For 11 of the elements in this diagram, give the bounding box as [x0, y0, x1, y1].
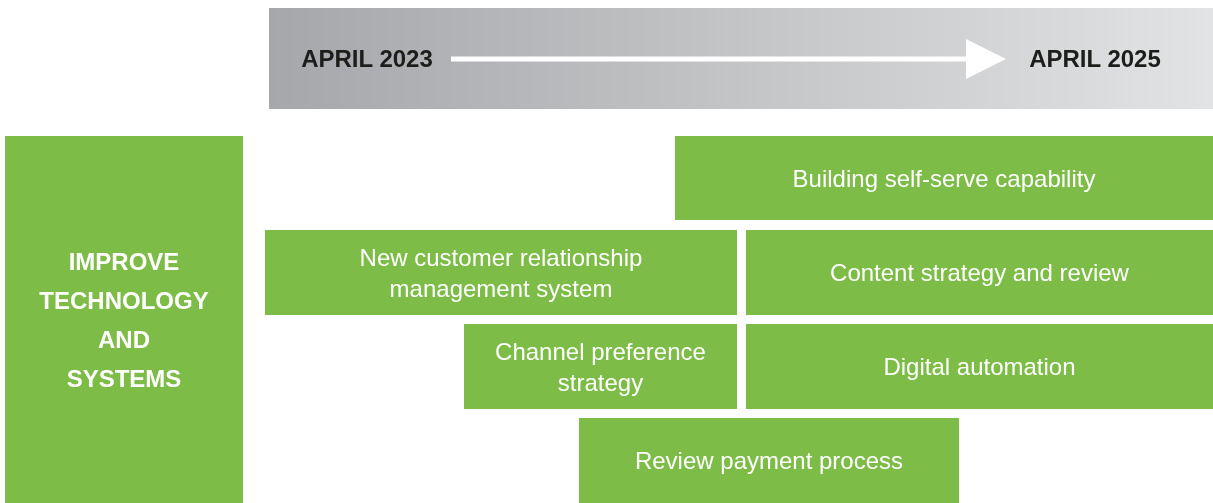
theme-box: IMPROVE TECHNOLOGY AND SYSTEMS — [5, 136, 243, 503]
timeline-arrow — [451, 39, 1006, 79]
timeline-band — [269, 8, 1213, 109]
task-box: Review payment process — [579, 418, 959, 503]
date-label: APRIL 2023 — [293, 41, 441, 77]
task-box: Digital automation — [746, 324, 1213, 409]
task-box: Building self-serve capability — [675, 136, 1213, 220]
date-label: APRIL 2025 — [1021, 41, 1169, 77]
task-box: Content strategy and review — [746, 230, 1213, 315]
task-box: Channel preference strategy — [464, 324, 737, 409]
task-box: New customer relationship management system — [265, 230, 737, 315]
